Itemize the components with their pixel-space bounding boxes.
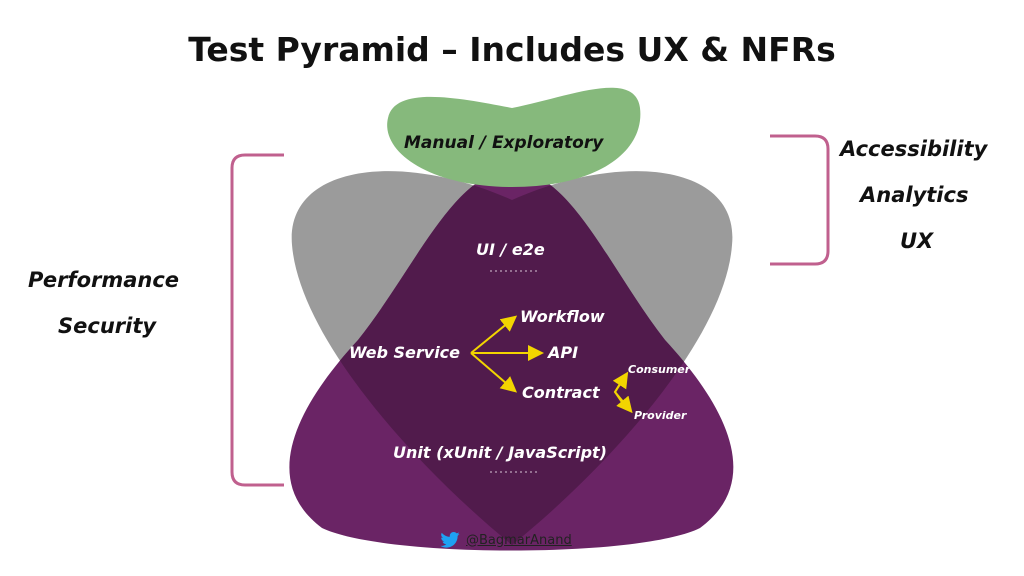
page-title: Test Pyramid – Includes UX & NFRs (188, 30, 836, 69)
bracket-right (770, 134, 830, 266)
layer-ui: UI / e2e (476, 240, 545, 259)
arrows (470, 315, 633, 414)
bracket-left (230, 153, 284, 487)
label-security: Security (58, 314, 157, 338)
branch-consumer: Consumer (628, 363, 691, 376)
twitter-bird-icon (440, 532, 460, 548)
green-shape (387, 87, 641, 187)
layer-service: Web Service (349, 343, 461, 362)
label-ux: UX (900, 229, 934, 253)
label-analytics: Analytics (860, 183, 969, 207)
branch-workflow: Workflow (520, 307, 605, 326)
branch-api: API (548, 343, 579, 362)
branch-provider: Provider (634, 409, 687, 422)
layer-unit: Unit (xUnit / JavaScript) (393, 443, 607, 462)
layer-manual: Manual / Exploratory (404, 133, 604, 153)
twitter-handle-link[interactable]: @BagmarAnand (466, 532, 572, 548)
credit: @BagmarAnand (440, 532, 572, 548)
label-performance: Performance (28, 268, 180, 292)
label-accessibility: Accessibility (840, 137, 988, 161)
branch-contract: Contract (522, 383, 600, 402)
